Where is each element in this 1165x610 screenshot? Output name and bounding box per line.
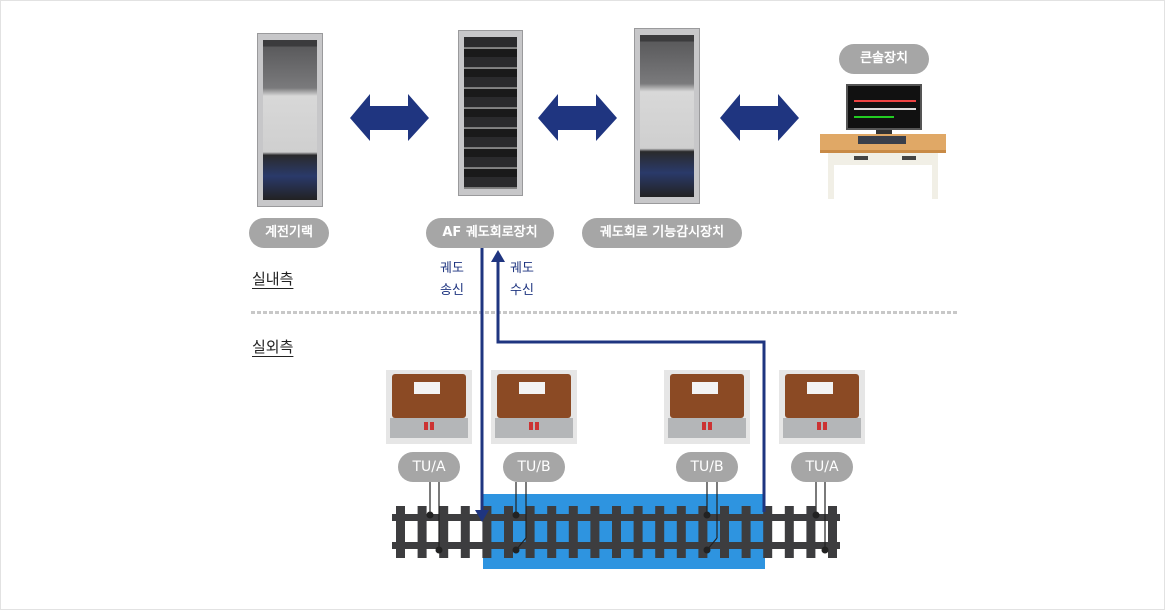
outdoor-section-label: 실외측 xyxy=(252,338,294,356)
monitor-icon xyxy=(846,84,922,130)
tuning-unit-label: TU/B xyxy=(676,452,738,482)
console-desk-icon xyxy=(818,82,948,200)
rail-sleeper xyxy=(698,506,708,558)
rail-sleeper xyxy=(590,506,600,558)
rail-sleeper xyxy=(547,506,557,558)
relay-rack-cabinet-icon xyxy=(257,33,323,207)
rail-sleeper xyxy=(417,506,427,558)
transmit-signal-label: 궤도 송신 xyxy=(440,261,464,298)
rail-sleeper xyxy=(525,506,535,558)
tuning-unit-label: TU/B xyxy=(503,452,565,482)
rail-sleeper xyxy=(633,506,643,558)
tuning-unit-icon xyxy=(664,370,750,444)
rail-sleeper xyxy=(763,506,773,558)
railway-track xyxy=(392,506,840,558)
tuning-unit-label: TU/A xyxy=(791,452,853,482)
bidirectional-arrow-icon xyxy=(350,94,429,141)
bidirectional-arrow-icon xyxy=(538,94,617,141)
bidirectional-arrow-icon xyxy=(720,94,799,141)
transmit-arrow-icon xyxy=(475,510,489,522)
link-arrow-2 xyxy=(538,94,617,141)
tuning-unit-icon xyxy=(491,370,577,444)
rail-sleeper xyxy=(482,506,492,558)
device-label-monitoring: 궤도회로 기능감시장치 xyxy=(582,218,742,248)
indoor-outdoor-divider xyxy=(251,311,959,314)
link-arrow-1 xyxy=(350,94,429,141)
rail-sleeper xyxy=(439,506,449,558)
tuning-unit-icon xyxy=(386,370,472,444)
link-arrow-3 xyxy=(720,94,799,141)
rail-sleeper xyxy=(784,506,794,558)
device-label-af-track-circuit: AF 궤도회로장치 xyxy=(426,218,554,248)
monitoring-cabinet-icon xyxy=(634,28,700,204)
keyboard-icon xyxy=(858,136,906,144)
device-label-console: 큰솔장치 xyxy=(839,44,929,74)
indoor-section-label: 실내측 xyxy=(252,270,294,288)
upper-rail xyxy=(392,514,840,521)
rail-sleeper xyxy=(655,506,665,558)
rail-sleeper xyxy=(806,506,816,558)
rail-sleeper xyxy=(720,506,729,558)
rail-sleeper xyxy=(504,506,513,558)
rail-sleeper xyxy=(741,506,751,558)
rail-sleeper xyxy=(612,506,621,558)
af-track-circuit-cabinet-icon xyxy=(458,30,523,196)
receive-signal-label: 궤도 수신 xyxy=(510,261,534,298)
rail-sleeper xyxy=(460,506,470,558)
receive-arrow-icon xyxy=(491,250,505,262)
tuning-unit-icon xyxy=(779,370,865,444)
rail-sleeper xyxy=(568,506,578,558)
device-label-relay-rack: 계전기랙 xyxy=(249,218,329,248)
rail-sleeper xyxy=(828,506,837,558)
rail-sleeper xyxy=(396,506,405,558)
lower-rail xyxy=(392,542,840,549)
tuning-unit-label: TU/A xyxy=(398,452,460,482)
rail-sleeper xyxy=(676,506,686,558)
